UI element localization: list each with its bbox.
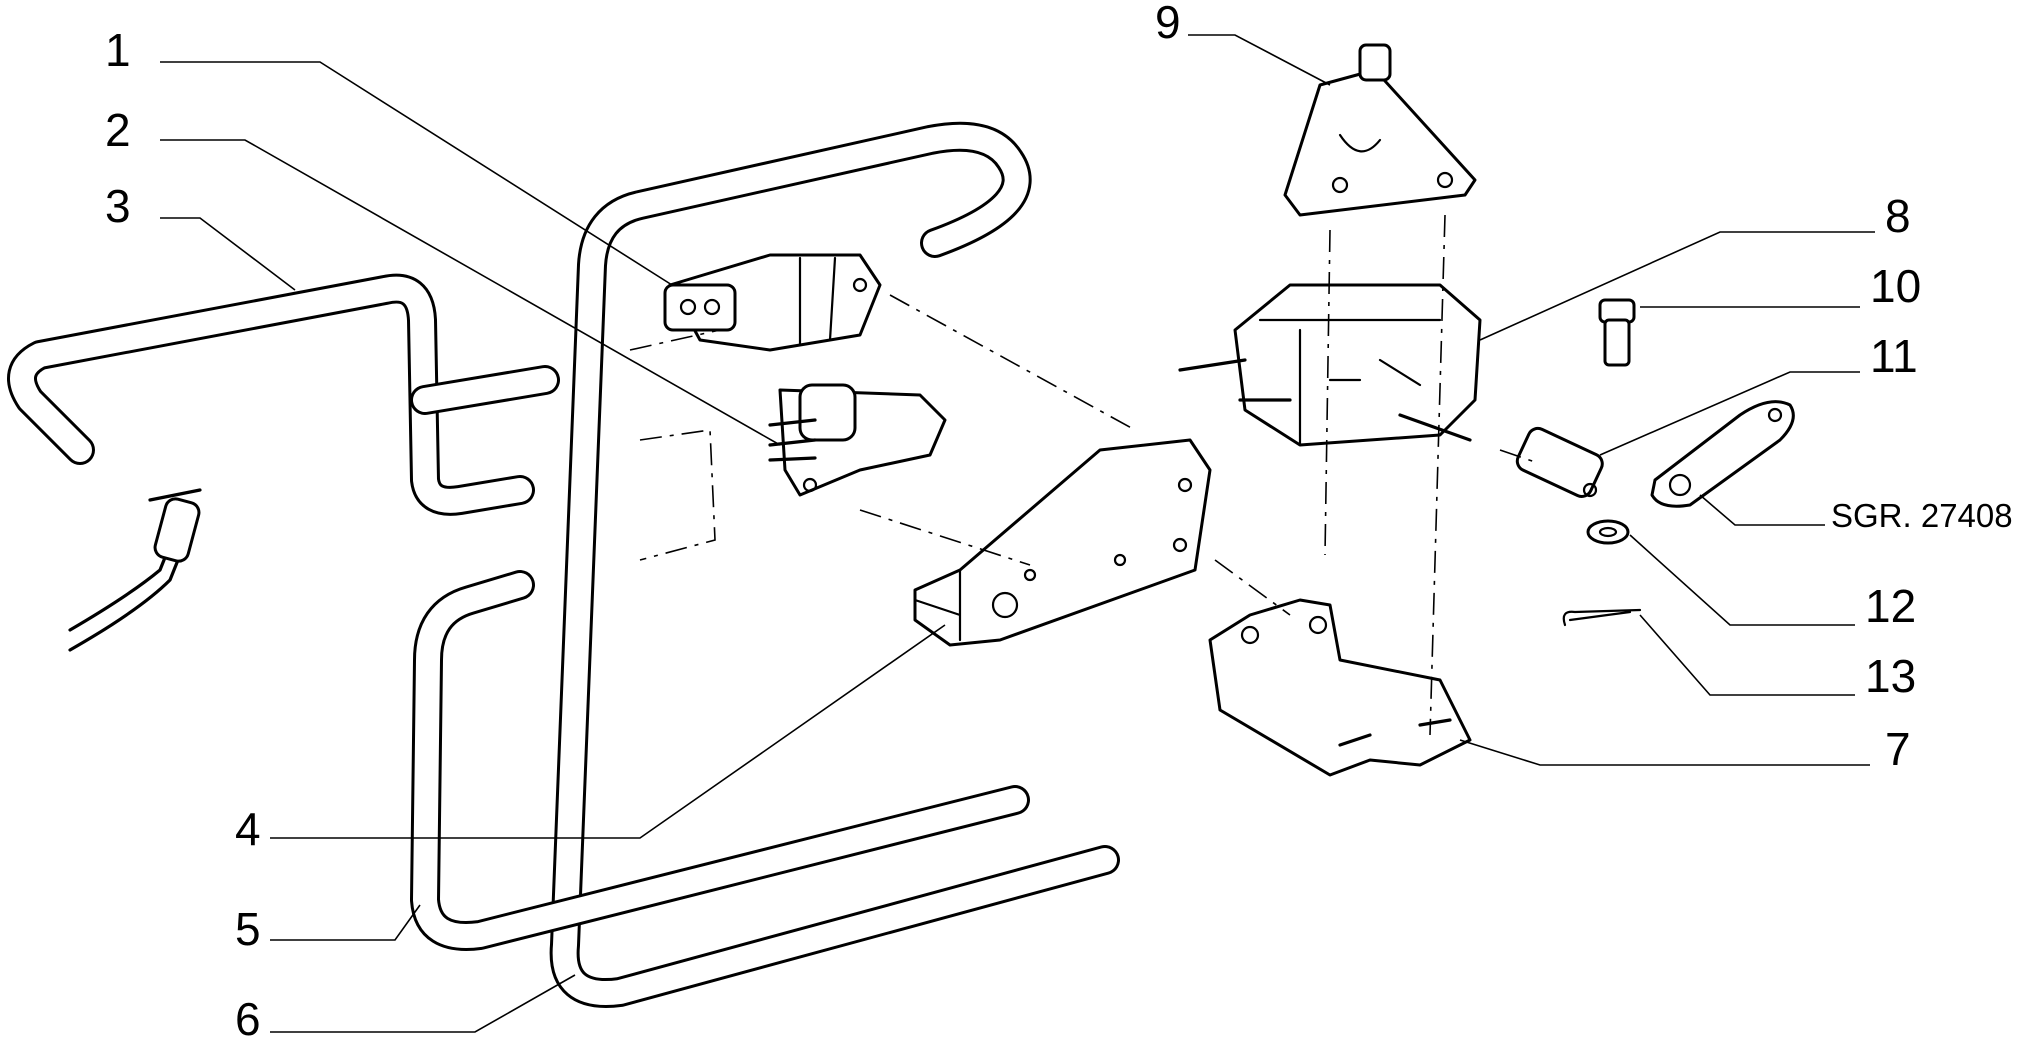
callout-4: 4 [235, 803, 261, 855]
callout-12: 12 [1865, 580, 1916, 632]
bracket-4 [913, 438, 1212, 647]
solenoid-valve-1 [663, 253, 882, 352]
callout-13: 13 [1865, 650, 1916, 702]
actuator-8 [1178, 283, 1482, 447]
drawing-reference: SGR. 27408 [1831, 497, 2013, 534]
hose-3 [7, 273, 560, 516]
callout-11: 11 [1870, 330, 1918, 382]
clevis-11 [1515, 426, 1604, 498]
solenoid-valve-2 [768, 383, 947, 497]
callout-2: 2 [105, 104, 131, 156]
callout-1: 1 [105, 24, 131, 76]
callout-10: 10 [1870, 260, 1921, 312]
callout-7: 7 [1885, 723, 1911, 775]
assembly-guides [629, 214, 1536, 736]
bracket-9 [1283, 43, 1477, 217]
base-bracket-7 [1208, 598, 1472, 777]
split-pin-13 [1562, 608, 1642, 627]
lever-arm [1650, 400, 1795, 508]
hose-5 [410, 570, 1030, 951]
bolt-10 [1598, 298, 1636, 367]
washer-12 [1586, 519, 1630, 545]
leader-lines [160, 34, 1875, 1033]
callout-9: 9 [1155, 0, 1181, 48]
hose-6 [549, 121, 1120, 1008]
callout-3: 3 [105, 180, 131, 232]
callout-5: 5 [235, 903, 261, 955]
callout-6: 6 [235, 993, 261, 1039]
callout-8: 8 [1885, 190, 1911, 242]
sensor-cable [68, 488, 202, 652]
callout-numbers: 1 2 3 4 5 6 7 8 9 10 11 12 13 SGR. 27408 [105, 0, 2013, 1039]
